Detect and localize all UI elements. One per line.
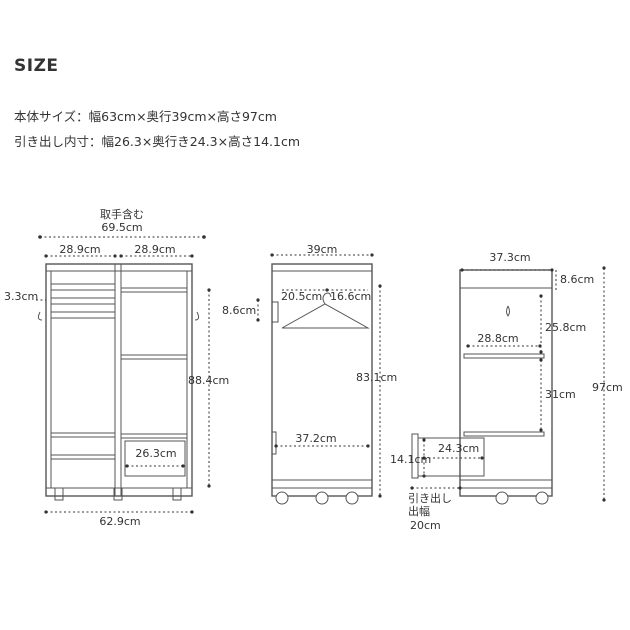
section-drawer-front — [411, 433, 419, 479]
front-handle-left — [37, 311, 43, 321]
section-pull-value: 20cm — [410, 519, 441, 532]
dot — [539, 294, 543, 298]
front-caster-3 — [172, 487, 182, 501]
dot — [378, 284, 382, 288]
side-hanger-right: 16.6cm — [330, 290, 371, 303]
dot — [270, 253, 274, 257]
front-handle-depth: 3.3cm — [4, 290, 38, 303]
page-title: SIZE — [14, 56, 59, 76]
dot — [602, 266, 606, 270]
dot — [410, 486, 414, 490]
side-caster-1 — [275, 491, 289, 505]
dot — [460, 268, 464, 272]
section-shelf-depth: 28.8cm — [477, 332, 518, 345]
side-view: 39cm 8.6cm 20.5cm 16.6cm 83.1cm 37.2cm — [222, 243, 397, 505]
front-right-shelf-1 — [120, 287, 188, 293]
dot — [256, 298, 260, 302]
dot — [539, 350, 543, 354]
hanger-hook-icon — [322, 292, 332, 305]
dot — [480, 456, 484, 460]
section-middle-shelf — [463, 353, 545, 359]
front-right-shelf-3 — [120, 433, 188, 439]
section-drawer-height: 14.1cm — [390, 453, 431, 466]
side-top-gap: 8.6cm — [222, 304, 256, 317]
dot — [539, 358, 543, 362]
front-left-rail-3 — [50, 311, 116, 319]
front-handle-label: 取手含む — [100, 207, 144, 221]
dot — [422, 438, 426, 442]
front-drawer-width: 26.3cm — [135, 447, 176, 460]
dot — [378, 494, 382, 498]
front-caster-2 — [113, 487, 123, 501]
front-left-shelf-1 — [50, 432, 116, 438]
section-hook-icon — [506, 305, 510, 317]
section-upper-height: 25.8cm — [545, 321, 586, 334]
dot — [44, 254, 48, 258]
dot — [181, 464, 185, 468]
side-depth: 39cm — [307, 243, 338, 256]
front-left-width: 28.9cm — [59, 243, 100, 256]
side-hanger-left: 20.5cm — [281, 290, 322, 303]
dot — [550, 268, 554, 272]
hanger-icon — [281, 303, 370, 329]
dot — [370, 253, 374, 257]
section-total-height: 97cm — [592, 381, 623, 394]
section-caster-2 — [535, 491, 549, 505]
dot — [207, 484, 211, 488]
front-left-shelf-2 — [50, 454, 116, 460]
front-body-width: 62.9cm — [99, 515, 140, 528]
section-view: 37.3cm 8.6cm 28.8cm 25.8cm 31cm 97cm 24.… — [390, 251, 623, 532]
side-caster-2 — [315, 491, 329, 505]
front-frame — [45, 263, 193, 497]
front-inner-height: 88.4cm — [188, 374, 229, 387]
dot — [190, 510, 194, 514]
section-inner-depth: 37.3cm — [489, 251, 530, 264]
section-lower-shelf — [463, 431, 545, 437]
section-caster-1 — [495, 491, 509, 505]
dot — [539, 428, 543, 432]
dot — [422, 474, 426, 478]
dot — [207, 288, 211, 292]
section-pull-label: 引き出し — [408, 491, 452, 505]
side-inner-depth: 37.2cm — [295, 432, 336, 445]
dot — [256, 318, 260, 322]
dot — [325, 288, 329, 292]
dot — [458, 486, 462, 490]
dot — [190, 254, 194, 258]
section-pull-label2: 出幅 — [408, 504, 430, 518]
dot — [602, 498, 606, 502]
dot — [119, 254, 123, 258]
side-caster-3 — [345, 491, 359, 505]
dot — [125, 464, 129, 468]
dot — [44, 510, 48, 514]
dot — [466, 344, 470, 348]
front-dim-overall-dot-r — [202, 235, 206, 239]
drawer-size-spec: 引き出し内寸：幅26.3×奥行き24.3×高さ14.1cm — [14, 134, 300, 149]
dot — [366, 444, 370, 448]
front-caster-1 — [54, 487, 64, 501]
front-dim-overall-dot-l — [38, 235, 42, 239]
side-inner-height: 83.1cm — [356, 371, 397, 384]
front-right-width: 28.9cm — [134, 243, 175, 256]
section-frame — [459, 269, 553, 497]
side-bracket-upper — [271, 301, 279, 323]
body-size-spec: 本体サイズ：幅63cm×奥行39cm×高さ97cm — [14, 109, 277, 124]
front-right-shelf-2 — [120, 354, 188, 360]
side-bracket-lower — [271, 431, 277, 455]
front-left-rail-1 — [50, 283, 116, 291]
dot — [113, 254, 117, 258]
section-drawer-depth: 24.3cm — [438, 442, 479, 455]
front-view: 取手含む 69.5cm 28.9cm 28.9cm 3.3cm 88.4cm 2… — [4, 207, 229, 528]
section-top-gap: 8.6cm — [560, 273, 594, 286]
dot — [274, 444, 278, 448]
front-left-rail-2 — [50, 297, 116, 305]
front-handle-right — [194, 311, 200, 321]
section-lower-height: 31cm — [545, 388, 576, 401]
front-drawer — [124, 440, 186, 477]
front-overall-width: 69.5cm — [101, 221, 142, 234]
